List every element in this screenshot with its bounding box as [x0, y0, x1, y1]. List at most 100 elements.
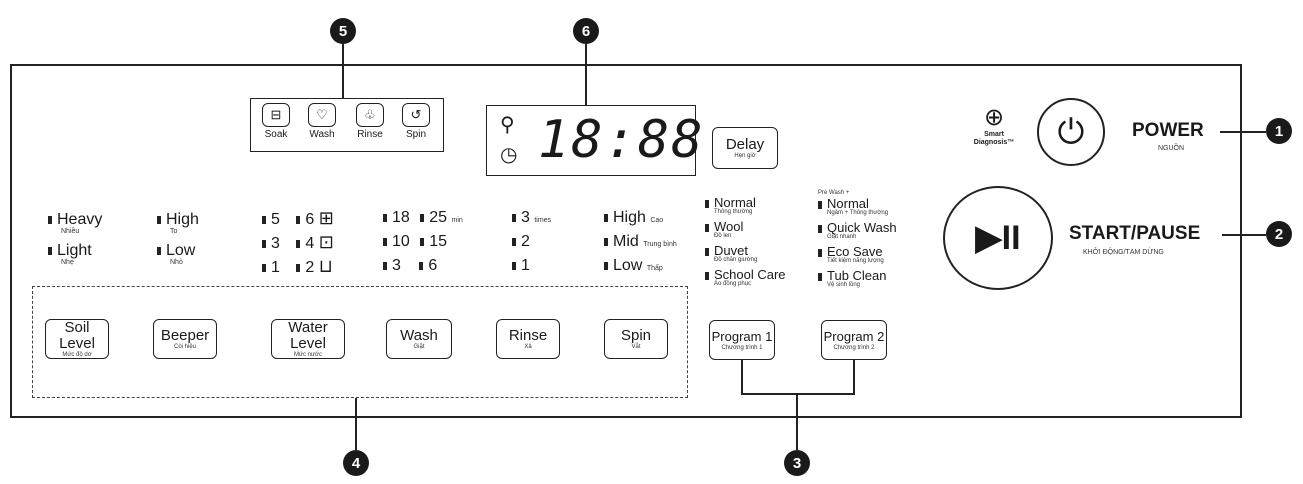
water-level-row: 5 6 ⊞ [262, 209, 334, 228]
program2-options: Pre Wash + Normal Ngâm + Thông thường Qu… [818, 190, 897, 289]
beeper-sub: Còi hiệu [173, 343, 196, 350]
water-level-value: 3 [271, 235, 280, 252]
spin-speed-sub: Cao [650, 217, 664, 224]
soil-light-sub: Nhẹ [61, 259, 74, 266]
program1-options: Normal Thông thường Wool Đồ len Duvet Đồ… [705, 196, 786, 288]
water-level-value: 1 [271, 259, 280, 276]
callout-2: 2 [1266, 221, 1292, 247]
program1-option-label: Normal [714, 195, 756, 210]
water-level-value: 5 [271, 211, 280, 228]
wash-time-row: 18 25 min [383, 210, 463, 226]
soil-level-sub: Mức độ dơ [62, 351, 92, 358]
program2-option: Eco Save [818, 245, 897, 258]
program2-label: Program 2 [823, 328, 885, 344]
program1-label: Program 1 [711, 328, 773, 344]
rinse-count-row: 2 [512, 234, 530, 250]
program2-option-sub: Giặt nhanh [827, 234, 857, 240]
program2-option-label: Tub Clean [827, 268, 887, 283]
rinse-button[interactable]: Rinse Xả [496, 319, 560, 359]
digital-display [486, 105, 696, 176]
soil-light-label: Light [57, 242, 92, 259]
water-low-icon: ⊔ [318, 256, 333, 276]
callout-6-line [585, 44, 587, 105]
callout-4-line [355, 398, 357, 450]
clock-icon: ◷ [500, 144, 518, 166]
program1-option: Wool [705, 220, 786, 233]
smart-diagnosis-label: Diagnosis™ [973, 139, 1015, 146]
soak-icon: ⊟ [262, 103, 290, 127]
program1-option-label: Wool [714, 219, 744, 234]
rinse-label: Rinse [508, 326, 548, 344]
wash-time-unit: min [451, 217, 463, 224]
program2-button[interactable]: Program 2 Chương trình 2 [821, 320, 887, 360]
callout-5: 5 [330, 18, 356, 44]
spin-button[interactable]: Spin Vắt [604, 319, 668, 359]
callout-6: 6 [573, 18, 599, 44]
soil-level-button[interactable]: Soil Level Mức độ dơ [45, 319, 109, 359]
water-level-button[interactable]: Water Level Mức nước [271, 319, 345, 359]
beeper-low-indicator: Low Nhỏ [157, 243, 195, 267]
water-level-value: 4 [305, 235, 315, 252]
rinse-sub: Xả [524, 343, 532, 350]
wash-time-value: 15 [429, 233, 448, 250]
wash-time-row: 10 15 [383, 234, 447, 250]
rinse-count-unit: times [534, 217, 552, 224]
delay-button[interactable]: Delay Hẹn giờ [712, 127, 778, 169]
wash-time-value: 6 [428, 257, 438, 274]
power-label-group: POWER NGUỒN [1132, 121, 1204, 153]
wash-time-value: 18 [392, 209, 410, 226]
display-digits: 18:88 [538, 110, 705, 170]
smart-diagnosis-label: Smart [984, 131, 1004, 138]
callout-5-line [342, 44, 344, 98]
water-level-row: 3 4 ⊡ [262, 232, 334, 252]
mode-rinse-label: Rinse [357, 129, 383, 140]
wash-time-value: 25 [429, 209, 448, 226]
mode-indicator-box: ⊟ Soak ♡ Wash ♧ Rinse ↺ Spin [250, 98, 444, 152]
wash-button[interactable]: Wash Giặt [386, 319, 452, 359]
mode-spin: ↺ Spin [395, 103, 437, 140]
child-lock-icon: ⚲ [500, 114, 515, 136]
mode-wash-label: Wash [309, 129, 335, 140]
mode-wash: ♡ Wash [301, 103, 343, 140]
smart-diagnosis-icon: ⊕ [983, 104, 1005, 131]
program2-option-sub: Ngâm + Thông thường [827, 210, 889, 216]
wash-time-value: 3 [392, 257, 401, 274]
program1-option-sub: Thông thường [714, 209, 753, 215]
rinse-count-value: 3 [521, 209, 530, 226]
program2-sub: Chương trình 2 [833, 344, 875, 351]
program1-option: Duvet [705, 244, 786, 257]
soil-heavy-label: Heavy [57, 211, 103, 228]
start-pause-button[interactable]: ▶II [943, 186, 1053, 290]
delay-sub: Hẹn giờ [734, 152, 756, 159]
callout-4: 4 [343, 450, 369, 476]
wash-time-row: 3 6 [383, 258, 437, 274]
program1-option-sub: Đồ chăn giường [714, 257, 758, 263]
beeper-button[interactable]: Beeper Còi hiệu [153, 319, 217, 359]
callout-3-line [796, 393, 798, 450]
power-label: POWER [1132, 120, 1204, 141]
rinse-icon: ♧ [356, 103, 384, 127]
power-sub: NGUỒN [1158, 145, 1185, 152]
callout-3: 3 [784, 450, 810, 476]
soil-heavy-sub: Nhiều [61, 228, 80, 235]
program1-option: Normal [705, 196, 786, 209]
program1-option-label: Duvet [714, 243, 748, 258]
program1-button[interactable]: Program 1 Chương trình 1 [709, 320, 775, 360]
rinse-count-row: 1 [512, 258, 530, 274]
water-mid-icon: ⊡ [318, 232, 334, 252]
program2-option-label: Quick Wash [827, 220, 897, 235]
spin-speed-label: Low [613, 257, 643, 274]
spin-speed-label: Mid [613, 233, 639, 250]
program2-option-label: Normal [827, 196, 869, 211]
beeper-high-indicator: High To [157, 212, 199, 236]
callout-3-line [741, 360, 743, 394]
water-level-sub: Mức nước [294, 351, 322, 358]
beeper-label: Beeper [160, 326, 210, 344]
power-button[interactable]: ⏻ [1037, 98, 1105, 166]
power-icon: ⏻ [1057, 112, 1085, 151]
mode-spin-label: Spin [405, 129, 426, 140]
wash-time-value: 10 [392, 233, 410, 250]
spin-speed-sub: Trung bình [643, 241, 677, 248]
wash-icon: ♡ [308, 103, 336, 127]
callout-2-line [1222, 234, 1266, 236]
